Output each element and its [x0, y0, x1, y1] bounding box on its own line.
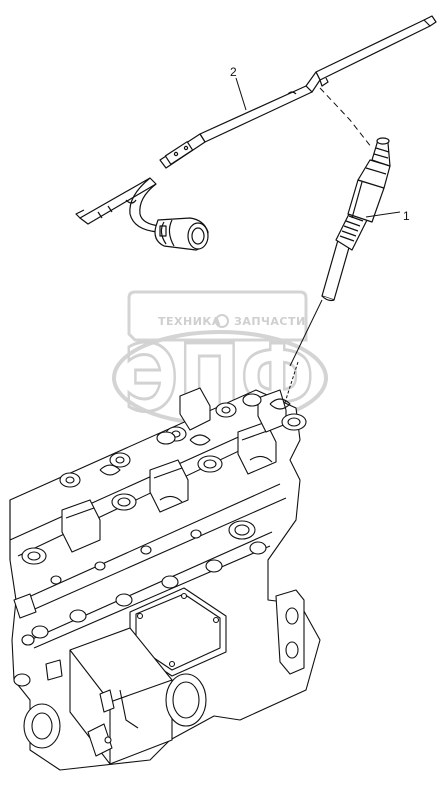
glow-plug-lead: [75, 15, 437, 251]
cylinder-head: [9, 387, 321, 771]
front-boss: [13, 673, 115, 757]
callout-2: 2: [230, 65, 247, 111]
watermark-brand-left: ТЕХНИКА: [158, 315, 221, 328]
valve-pockets: [99, 398, 291, 503]
callout-1-label: 1: [403, 209, 410, 223]
left-end-detail: [13, 593, 63, 681]
callout-2-label: 2: [230, 65, 237, 79]
lifting-bracket: [275, 589, 305, 675]
watermark-gear-icon: [215, 314, 229, 328]
rocker-pedestals: [61, 387, 287, 553]
plug-guide-line: [289, 299, 323, 367]
watermark-brand-right: ЗАПЧАСТИ: [234, 315, 306, 328]
callout-1: 1: [365, 209, 410, 223]
glow-plug: [321, 137, 391, 302]
injector-bores: [21, 393, 307, 565]
side-ports: [31, 529, 267, 639]
assembly-dashed-line: [319, 87, 373, 149]
watermark-badge: [127, 290, 308, 342]
